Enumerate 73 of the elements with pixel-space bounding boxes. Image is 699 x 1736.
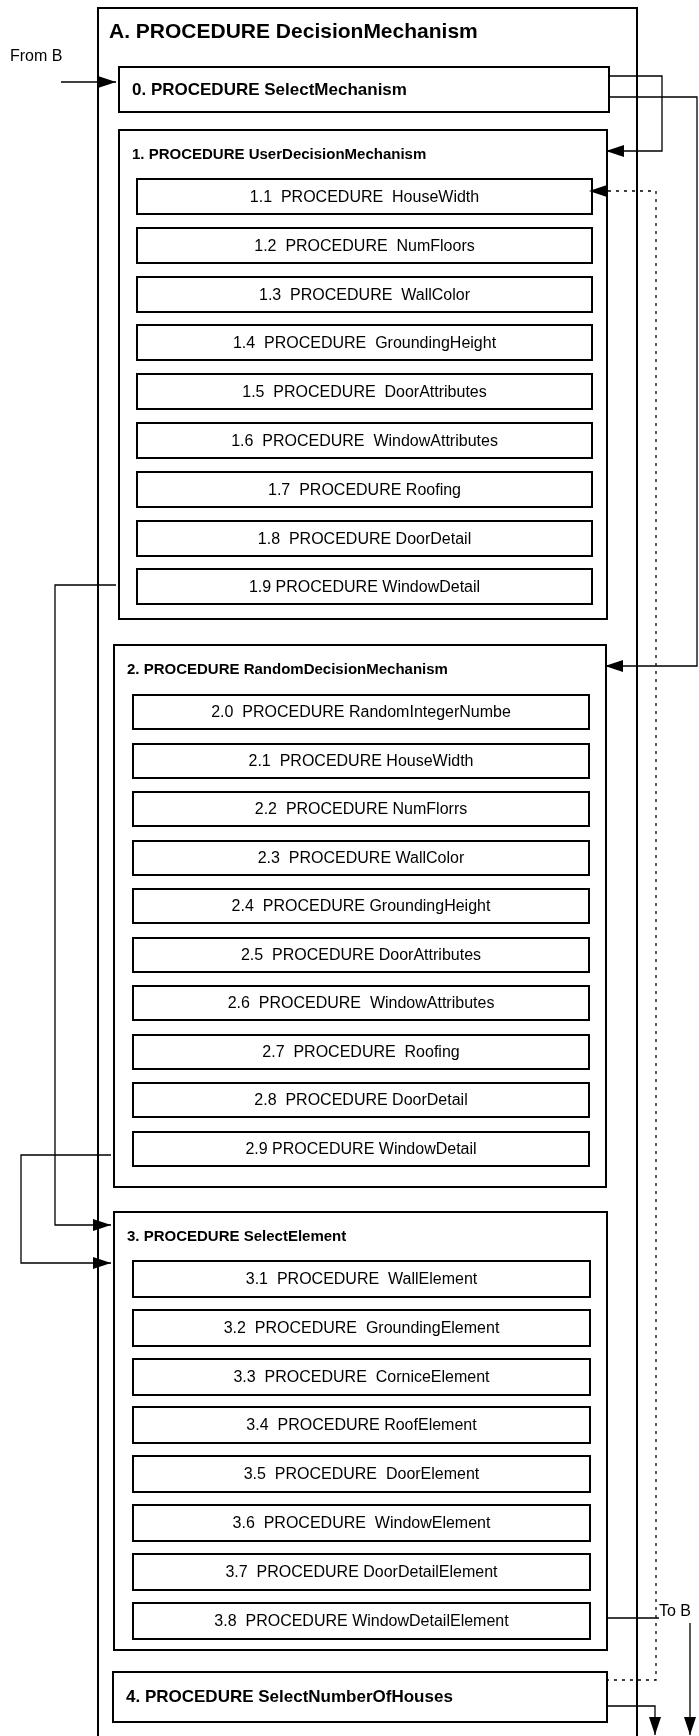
procedure-group-box xyxy=(97,7,638,1736)
procedure-box xyxy=(132,888,590,924)
procedure-box xyxy=(112,1671,608,1723)
procedure-box xyxy=(136,178,593,215)
procedure-label: 2.1 PROCEDURE HouseWidth xyxy=(248,751,474,771)
procedure-box xyxy=(132,1602,591,1640)
procedure-box xyxy=(132,1504,591,1542)
procedure-box xyxy=(136,227,593,264)
procedure-label: 1.7 PROCEDURE Roofing xyxy=(268,479,461,500)
procedure-group-box xyxy=(113,644,607,1188)
procedure-box xyxy=(136,324,593,361)
procedure-label: 1.2 PROCEDURE NumFloors xyxy=(254,235,475,256)
procedure-label: 2.2 PROCEDURE NumFlorrs xyxy=(254,799,468,819)
procedure-label: 0. PROCEDURE SelectMechanism xyxy=(132,78,407,101)
procedure-box xyxy=(132,791,590,827)
procedure-box xyxy=(136,520,593,557)
procedure-label: 1.3 PROCEDURE WallColor xyxy=(259,284,470,305)
connector-arrow xyxy=(20,1154,112,1269)
procedure-label: 1.9 PROCEDURE WindowDetail xyxy=(248,576,481,597)
procedure-box xyxy=(132,985,590,1021)
procedure-label: A. PROCEDURE DecisionMechanism xyxy=(109,18,478,44)
procedure-label: 3.6 PROCEDURE WindowElement xyxy=(232,1513,491,1533)
procedure-box xyxy=(136,276,593,313)
connector-arrow xyxy=(588,185,657,1681)
procedure-group-box xyxy=(118,129,608,620)
procedure-label: 1.5 PROCEDURE DoorAttributes xyxy=(242,381,487,402)
procedure-box xyxy=(136,568,593,605)
procedure-box xyxy=(132,1034,590,1070)
procedure-label: 1.8 PROCEDURE DoorDetail xyxy=(257,528,472,549)
procedure-label: 3.1 PROCEDURE WallElement xyxy=(245,1269,478,1289)
procedure-box xyxy=(132,743,590,779)
procedure-box xyxy=(136,373,593,410)
procedure-box xyxy=(132,1553,591,1591)
procedure-box xyxy=(136,471,593,508)
procedure-label: 2.3 PROCEDURE WallColor xyxy=(257,848,465,868)
procedure-label: 2.8 PROCEDURE DoorDetail xyxy=(254,1090,468,1110)
connector-arrow xyxy=(54,584,117,1231)
procedure-label: 2. PROCEDURE RandomDecisionMechanism xyxy=(127,659,448,679)
connector-arrow xyxy=(605,1705,661,1736)
procedure-label: 2.5 PROCEDURE DoorAttributes xyxy=(240,945,482,965)
procedure-box xyxy=(132,694,590,730)
procedure-group-box xyxy=(113,1211,608,1651)
procedure-label: 3. PROCEDURE SelectElement xyxy=(127,1226,347,1246)
procedure-label: 3.4 PROCEDURE RoofElement xyxy=(246,1415,477,1435)
procedure-label: 1.4 PROCEDURE GroundingHeight xyxy=(232,332,497,353)
procedure-box xyxy=(132,1082,590,1118)
procedure-label: 3.5 PROCEDURE DoorElement xyxy=(243,1464,480,1484)
procedure-box xyxy=(132,840,590,876)
procedure-label: 3.8 PROCEDURE WindowDetailElement xyxy=(214,1611,509,1631)
procedure-box xyxy=(132,1309,591,1347)
procedure-box xyxy=(132,937,590,973)
procedure-box xyxy=(132,1260,591,1298)
procedure-label: 2.7 PROCEDURE Roofing xyxy=(262,1042,460,1062)
connector-arrow xyxy=(605,75,663,157)
procedure-label: 1. PROCEDURE UserDecisionMechanism xyxy=(132,144,427,164)
procedure-box xyxy=(132,1406,591,1444)
connector-arrow xyxy=(604,96,698,672)
procedure-box xyxy=(132,1358,591,1396)
procedure-label: 3.3 PROCEDURE CorniceElement xyxy=(233,1367,490,1387)
connector-arrow xyxy=(60,76,117,88)
procedure-label: 2.6 PROCEDURE WindowAttributes xyxy=(227,993,495,1013)
procedure-box xyxy=(136,422,593,459)
procedure-box xyxy=(118,66,610,113)
procedure-label: 2.9 PROCEDURE WindowDetail xyxy=(245,1139,477,1159)
procedure-box xyxy=(132,1131,590,1167)
procedure-label: 1.1 PROCEDURE HouseWidth xyxy=(249,186,480,207)
procedure-label: 4. PROCEDURE SelectNumberOfHouses xyxy=(126,1686,453,1709)
procedure-label: 3.7 PROCEDURE DoorDetailElement xyxy=(225,1562,498,1582)
procedure-label: 2.0 PROCEDURE RandomIntegerNumbe xyxy=(211,702,511,722)
procedure-box xyxy=(132,1455,591,1493)
procedure-label: 2.4 PROCEDURE GroundingHeight xyxy=(231,896,491,916)
procedure-label: 3.2 PROCEDURE GroundingElement xyxy=(223,1318,500,1338)
procedure-label: 1.6 PROCEDURE WindowAttributes xyxy=(231,430,498,451)
